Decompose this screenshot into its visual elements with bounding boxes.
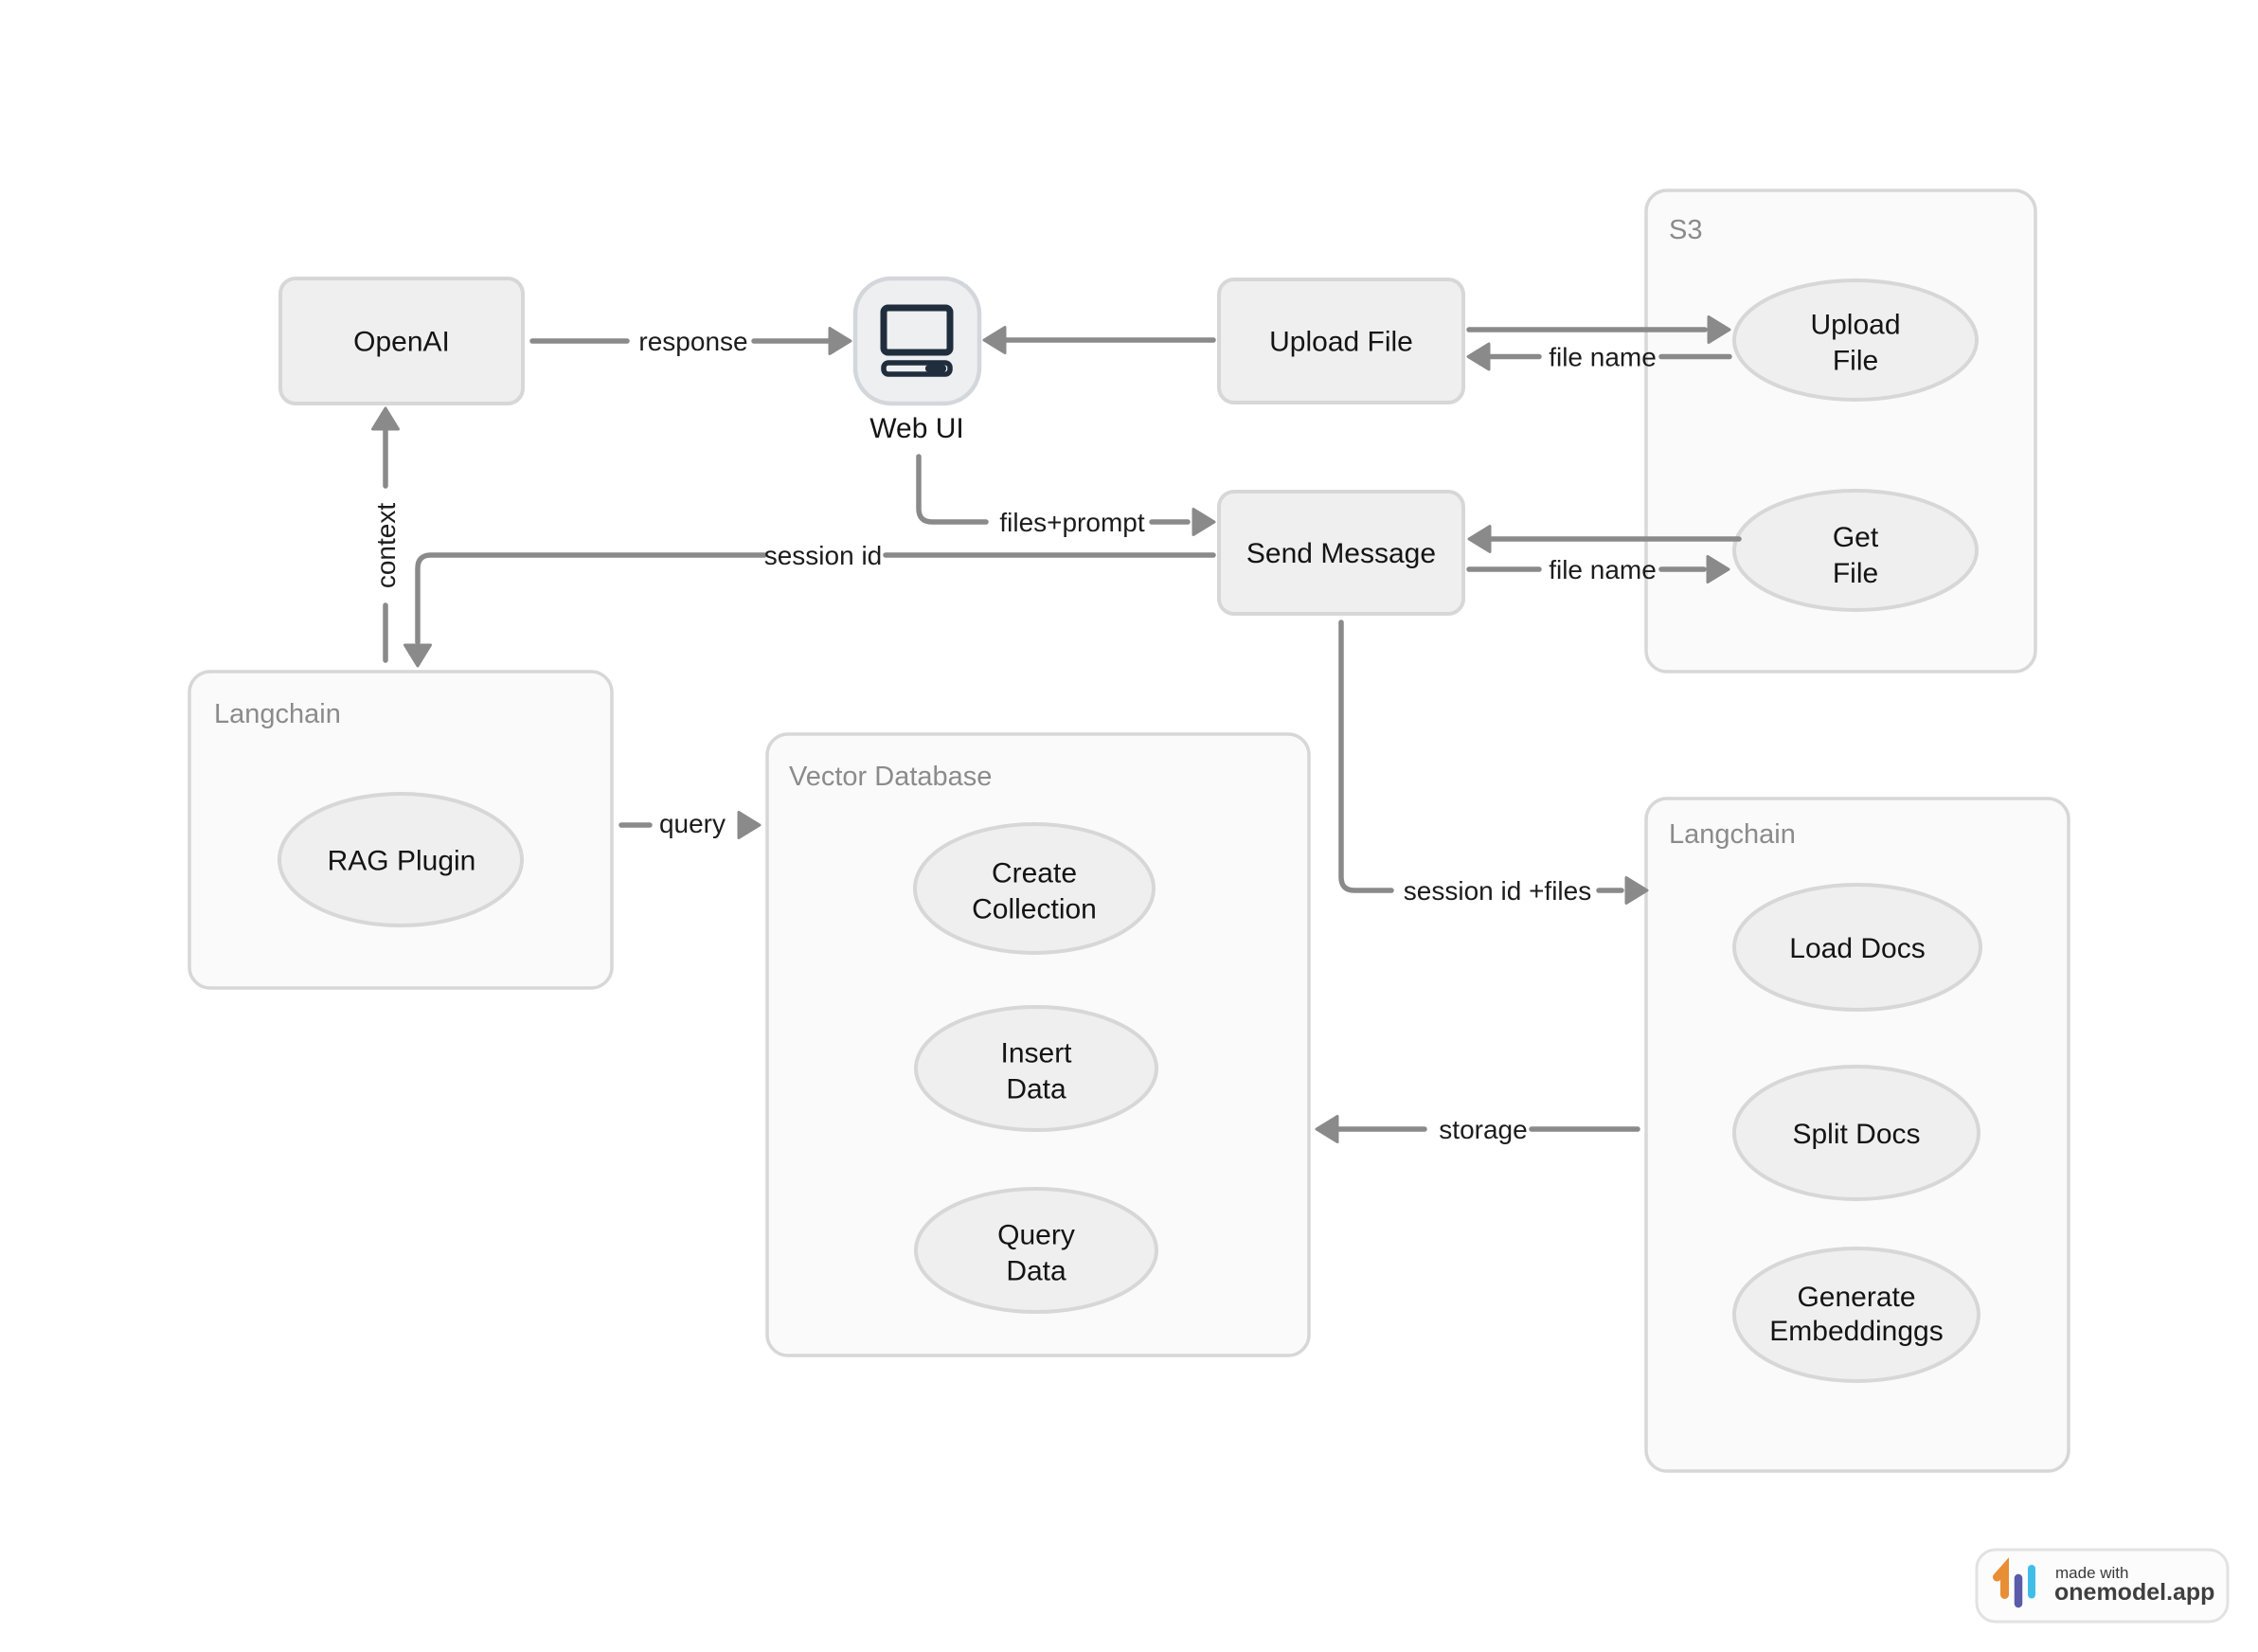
svg-text:onemodel.app: onemodel.app bbox=[2054, 1579, 2214, 1606]
svg-text:Data: Data bbox=[1006, 1256, 1066, 1287]
svg-text:response: response bbox=[638, 327, 747, 356]
svg-text:RAG Plugin: RAG Plugin bbox=[328, 846, 476, 877]
svg-text:Langchain: Langchain bbox=[1669, 819, 1796, 850]
svg-text:context: context bbox=[371, 503, 401, 588]
svg-text:Load Docs: Load Docs bbox=[1789, 933, 1925, 964]
svg-text:file name: file name bbox=[1549, 555, 1657, 584]
svg-text:storage: storage bbox=[1439, 1115, 1527, 1144]
svg-text:Embeddinggs: Embeddinggs bbox=[1769, 1316, 1943, 1347]
svg-text:Langchain: Langchain bbox=[214, 699, 341, 729]
svg-text:made with: made with bbox=[2055, 1564, 2128, 1582]
svg-text:files+prompt: files+prompt bbox=[999, 508, 1145, 537]
svg-text:query: query bbox=[659, 809, 726, 838]
svg-text:File: File bbox=[1833, 558, 1878, 589]
svg-text:session id: session id bbox=[764, 541, 883, 570]
svg-text:Generate: Generate bbox=[1797, 1282, 1915, 1313]
svg-text:Create: Create bbox=[992, 858, 1077, 889]
svg-text:OpenAI: OpenAI bbox=[353, 327, 450, 358]
svg-text:session id +files: session id +files bbox=[1404, 876, 1591, 906]
svg-text:Split Docs: Split Docs bbox=[1792, 1119, 1920, 1150]
svg-text:Query: Query bbox=[997, 1220, 1075, 1251]
svg-text:Web UI: Web UI bbox=[869, 413, 963, 444]
svg-text:S3: S3 bbox=[1669, 215, 1702, 245]
svg-text:Data: Data bbox=[1006, 1074, 1066, 1105]
svg-text:Insert: Insert bbox=[1000, 1038, 1072, 1069]
svg-text:Collection: Collection bbox=[972, 894, 1097, 925]
svg-text:file name: file name bbox=[1549, 343, 1657, 372]
svg-text:Vector Database: Vector Database bbox=[789, 762, 992, 792]
svg-text:File: File bbox=[1833, 346, 1878, 377]
svg-text:Send Message: Send Message bbox=[1246, 538, 1436, 569]
svg-text:Get: Get bbox=[1833, 522, 1879, 553]
svg-text:Upload: Upload bbox=[1810, 310, 1900, 341]
svg-text:Upload File: Upload File bbox=[1269, 327, 1413, 358]
